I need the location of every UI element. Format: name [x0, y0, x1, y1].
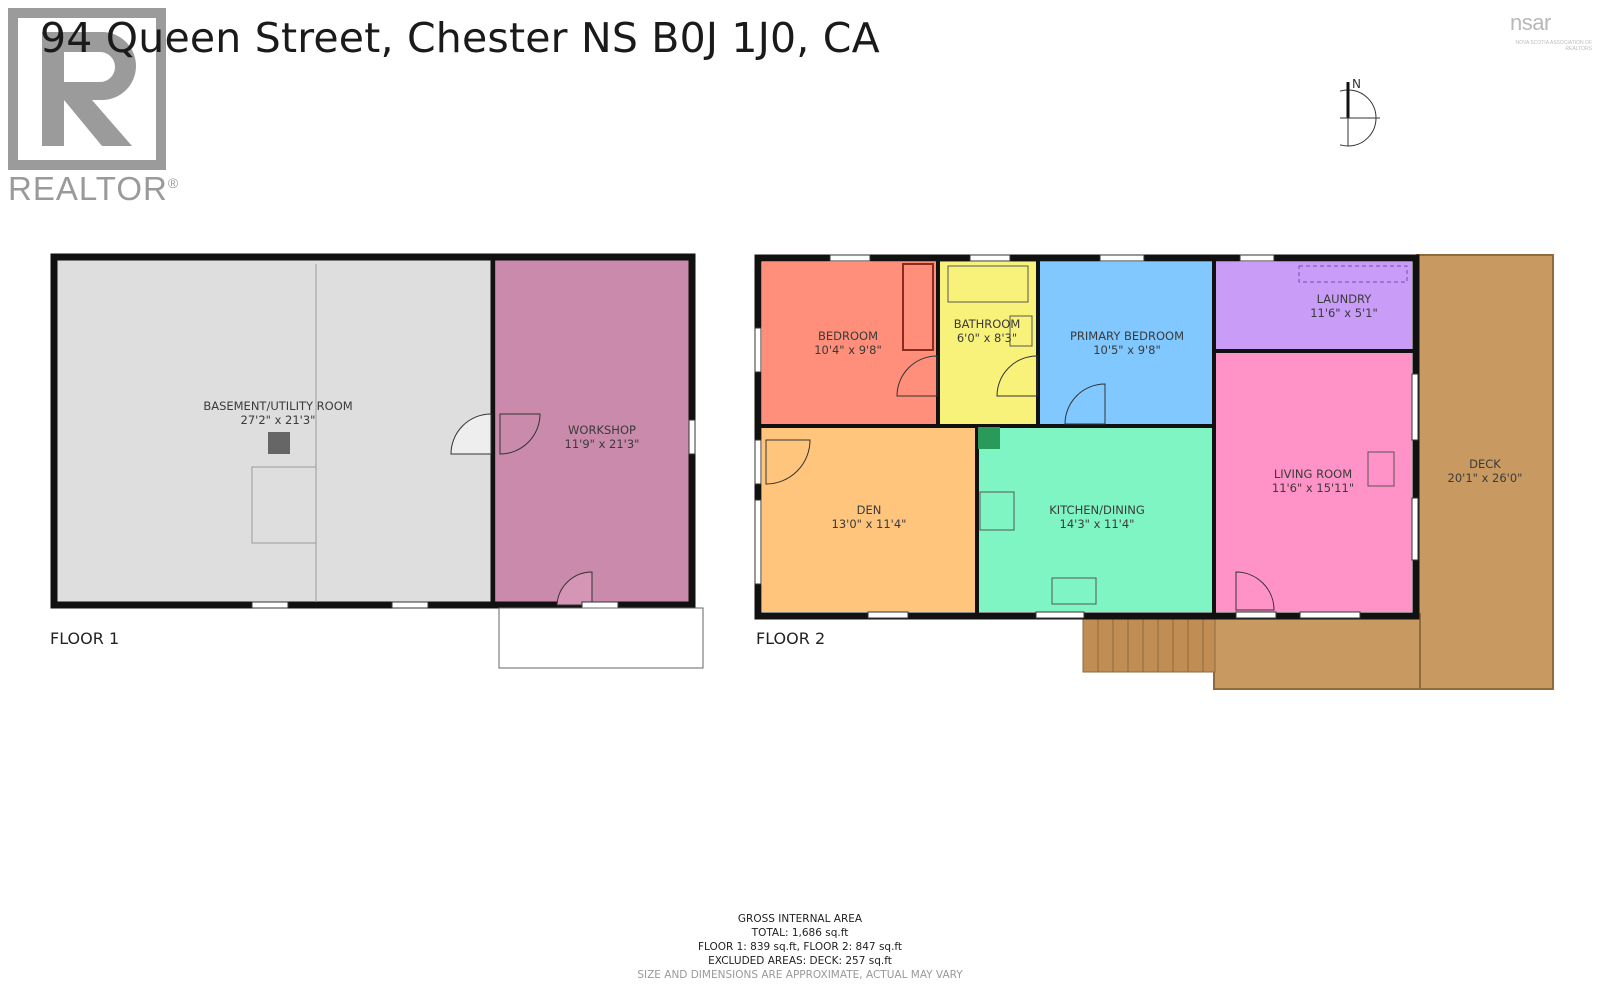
bathroom-door-icon — [996, 355, 1038, 397]
closet-icon — [902, 263, 934, 351]
kitchen-room-dims: 14'3" x 11'4" — [1060, 517, 1135, 531]
living-room-door-icon — [1235, 571, 1275, 611]
deck-stairs — [1082, 613, 1216, 673]
bedroom-fill — [762, 262, 937, 425]
living-room-fill — [1215, 352, 1412, 612]
workshop-exterior-door-icon — [556, 571, 593, 606]
primary-bedroom-room-name: PRIMARY BEDROOM — [1070, 329, 1184, 343]
kitchen-sink-icon — [1051, 577, 1097, 605]
realtor-logo-icon — [8, 8, 166, 170]
living-room-dims: 11'6" x 15'11" — [1272, 481, 1354, 495]
bedroom-door-icon — [896, 355, 938, 397]
basement-room-dims: 27'2" x 21'3" — [241, 413, 316, 427]
den-door-icon — [765, 439, 811, 485]
window-icon — [581, 601, 619, 609]
floor2-interior-walls — [758, 258, 1416, 616]
laundry-fill — [1215, 262, 1412, 350]
laundry-room-dims: 11'6" x 5'1" — [1310, 306, 1378, 320]
area-summary-total: TOTAL: 1,686 sq.ft — [751, 927, 849, 939]
area-summary: GROSS INTERNAL AREA TOTAL: 1,686 sq.ft F… — [0, 912, 1600, 982]
primary-bedroom-room-dims: 10'5" x 9'8" — [1093, 343, 1161, 357]
listing-address-title: 94 Queen Street, Chester NS B0J 1J0, CA — [40, 14, 880, 62]
floor2-windows — [754, 254, 1419, 619]
basement-door-icon — [450, 413, 492, 455]
sink-icon — [1009, 315, 1033, 347]
stove-icon — [979, 491, 1015, 531]
nsar-logo: nsar — [1510, 10, 1551, 35]
window-icon — [251, 601, 289, 609]
laundry-shelf-icon — [1298, 265, 1408, 283]
primary-bedroom-door-icon — [1064, 383, 1106, 425]
area-summary-disclaimer: SIZE AND DIMENSIONS ARE APPROXIMATE, ACT… — [637, 969, 963, 981]
bathtub-icon — [947, 265, 1029, 303]
bedroom-room-name: BEDROOM — [818, 329, 878, 343]
living-room-name: LIVING ROOM — [1274, 467, 1352, 481]
window-icon — [391, 601, 429, 609]
floor1-plan: BASEMENT/UTILITY ROOM 27'2" x 21'3" WORK… — [50, 253, 704, 669]
bathroom-room-name: BATHROOM — [954, 317, 1021, 331]
compass-icon: N — [1340, 77, 1380, 147]
deck-fill — [1416, 254, 1554, 690]
floor2-plan: BEDROOM 10'4" x 9'8" BATHROOM 6'0" x 8'3… — [754, 254, 1554, 690]
realtor-logo-text: REALTOR® — [8, 170, 180, 207]
area-summary-floors: FLOOR 1: 839 sq.ft, FLOOR 2: 847 sq.ft — [697, 941, 903, 953]
fireplace-icon — [1367, 451, 1395, 487]
den-room-dims: 13'0" x 11'4" — [832, 517, 907, 531]
basement-room-name: BASEMENT/UTILITY ROOM — [203, 399, 352, 413]
basement-stair-outline — [251, 466, 317, 544]
den-room-name: DEN — [857, 503, 882, 517]
kitchen-room-name: KITCHEN/DINING — [1049, 503, 1144, 517]
window-icon — [688, 419, 696, 455]
den-fill — [762, 427, 976, 612]
fridge-icon — [978, 427, 1000, 449]
floor1-label: FLOOR 1 — [50, 629, 119, 648]
area-summary-excluded: EXCLUDED AREAS: DECK: 257 sq.ft — [708, 955, 892, 967]
compass-north-label: N — [1352, 77, 1361, 91]
chimney-icon — [268, 432, 290, 454]
workshop-room-dims: 11'9" x 21'3" — [565, 437, 640, 451]
deck-stair-treads — [1097, 614, 1204, 672]
bedroom-room-dims: 10'4" x 9'8" — [814, 343, 882, 357]
laundry-room-name: LAUNDRY — [1317, 292, 1373, 306]
primary-bedroom-fill — [1039, 262, 1213, 425]
workshop-door-icon — [499, 413, 541, 455]
basement-room-fill — [54, 257, 491, 605]
bathroom-fill — [939, 262, 1037, 425]
floor2-label: FLOOR 2 — [756, 629, 825, 648]
deck-dims: 20'1" x 26'0" — [1448, 471, 1523, 485]
area-summary-heading: GROSS INTERNAL AREA — [737, 913, 863, 925]
deck-name: DECK — [1469, 457, 1501, 471]
workshop-landing-outline — [498, 607, 704, 669]
bathroom-room-dims: 6'0" x 8'3" — [957, 331, 1017, 345]
workshop-room-name: WORKSHOP — [568, 423, 636, 437]
nsar-logo-subtext: NOVA SCOTIA ASSOCIATION OF REALTORS — [1515, 40, 1593, 52]
deck-lower-fill — [1213, 613, 1421, 690]
